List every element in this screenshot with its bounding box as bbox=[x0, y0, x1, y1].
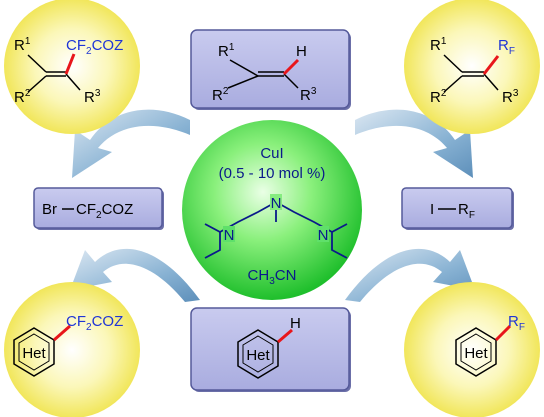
product-heteroarene-difluoroacetate: Het CF2COZ bbox=[13, 313, 123, 377]
svg-text:CF2COZ: CF2COZ bbox=[66, 37, 123, 57]
arrow-top-right bbox=[355, 109, 473, 178]
svg-text:R2: R2 bbox=[212, 86, 229, 104]
svg-text:RF: RF bbox=[458, 201, 475, 221]
svg-text:R2: R2 bbox=[430, 88, 447, 106]
box-left-reagent bbox=[33, 187, 164, 230]
product-heteroarene-perfluoroalkyl: Het RF bbox=[455, 313, 525, 377]
product-alkene-perfluoroalkyl: R1 R2 R3 RF bbox=[430, 36, 519, 106]
svg-text:RF: RF bbox=[508, 313, 525, 333]
box-right-reagent bbox=[401, 187, 514, 230]
svg-text:R1: R1 bbox=[430, 36, 447, 54]
svg-text:R3: R3 bbox=[300, 86, 317, 104]
box-bottom-substrate bbox=[190, 307, 351, 392]
arrow-top-left bbox=[72, 109, 190, 178]
svg-text:CF2COZ: CF2COZ bbox=[76, 201, 133, 221]
svg-text:H: H bbox=[290, 315, 301, 332]
svg-text:R1: R1 bbox=[14, 36, 31, 54]
svg-text:Br: Br bbox=[42, 201, 57, 218]
svg-text:Het: Het bbox=[464, 345, 488, 362]
svg-text:R2: R2 bbox=[14, 88, 31, 106]
substrate-alkene: R1 R2 R3 H bbox=[212, 42, 317, 104]
product-circle-top-left bbox=[4, 0, 140, 134]
svg-text:Het: Het bbox=[22, 345, 46, 362]
ligand-n-center: N bbox=[270, 194, 282, 212]
svg-text:CF2COZ: CF2COZ bbox=[66, 313, 123, 333]
arrow-bottom-right bbox=[345, 248, 475, 302]
svg-text:R3: R3 bbox=[502, 88, 519, 106]
box-top-substrate bbox=[190, 29, 351, 110]
svg-text:N: N bbox=[318, 227, 329, 244]
svg-text:N: N bbox=[271, 195, 282, 212]
reagent-iodo-perfluoroalkyl: I RF bbox=[430, 201, 475, 221]
arrow-bottom-left bbox=[70, 248, 200, 302]
ligand-n-left: N bbox=[223, 226, 235, 244]
product-alkene-difluoroacetate: R1 R2 R3 CF2COZ bbox=[14, 36, 123, 106]
svg-text:R3: R3 bbox=[84, 88, 101, 106]
product-circle-top-right bbox=[404, 0, 540, 134]
product-circle-bottom-right bbox=[404, 282, 540, 417]
product-circle-bottom-left bbox=[4, 282, 140, 417]
ligand-n-right: N bbox=[317, 226, 329, 244]
svg-text:R1: R1 bbox=[218, 42, 235, 60]
loading-label: (0.5 - 10 mol %) bbox=[219, 165, 326, 182]
svg-text:Het: Het bbox=[246, 347, 270, 364]
svg-text:I: I bbox=[430, 201, 434, 218]
substrate-heteroarene: Het H bbox=[237, 315, 301, 379]
solvent-label: CH3CN bbox=[248, 267, 297, 287]
svg-text:RF: RF bbox=[498, 37, 515, 57]
svg-text:H: H bbox=[296, 43, 307, 60]
catalyst-label: CuI bbox=[260, 145, 283, 162]
svg-text:N: N bbox=[224, 227, 235, 244]
reagent-bromodifluoroacetate: Br CF2COZ bbox=[42, 201, 133, 221]
